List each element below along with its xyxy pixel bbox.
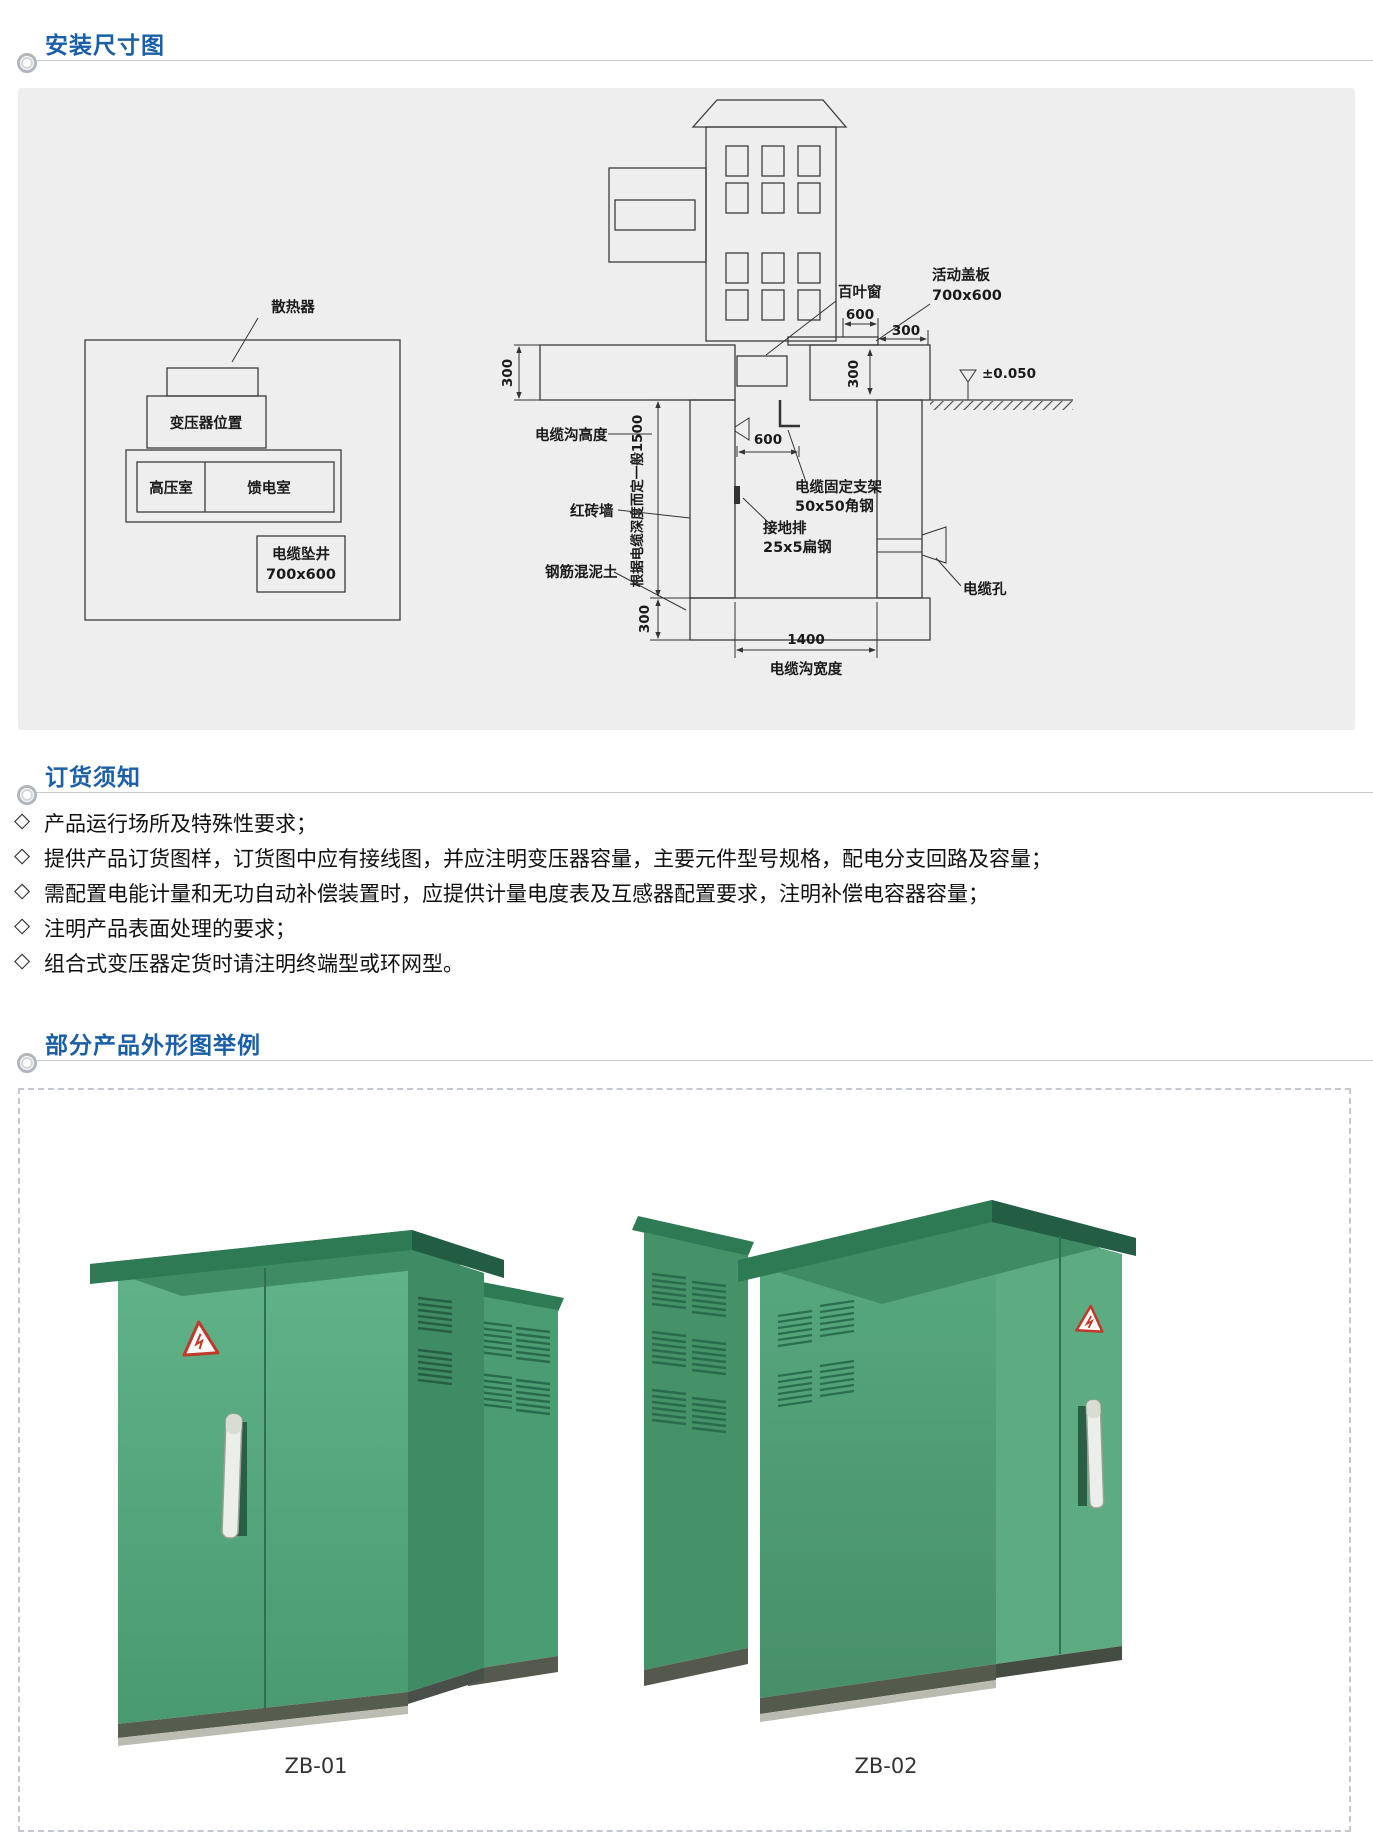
cable-duct	[876, 538, 923, 553]
depth-note-label: 根据电缆深度而定一般1500	[629, 415, 646, 588]
ring-icon	[17, 1053, 37, 1073]
main-cabinet-unit	[90, 1230, 504, 1746]
cabinet-roof	[738, 1200, 992, 1282]
bracket-label: 电缆固定支架	[795, 478, 882, 496]
product-photo-zb02: ZB-02	[630, 1108, 1142, 1830]
diamond-bullet-icon: ◇	[14, 808, 31, 832]
cover-plate-size: 700x600	[932, 288, 1002, 304]
warning-triangle-icon	[1075, 1304, 1104, 1333]
section-header-products: 部分产品外形图举例	[0, 1026, 1373, 1086]
ordering-item-text: 组合式变压器定货时请注明终端型或环网型。	[44, 952, 464, 976]
ordering-item: ◇ 注明产品表面处理的要求；	[0, 913, 1360, 948]
ring-icon	[17, 53, 37, 73]
level-mark-label: ±0.050	[982, 366, 1036, 382]
ground-bar-label: 接地排	[763, 519, 807, 537]
divider-line	[30, 60, 1373, 61]
cabinet-roof	[90, 1230, 412, 1284]
photo-caption-zb01: ZB-01	[284, 1754, 348, 1778]
products-title: 部分产品外形图举例	[45, 1033, 261, 1059]
cabinet-photo-zb02	[632, 1200, 1136, 1722]
ordering-item-text: 提供产品订货图样，订货图中应有接线图，并应注明变压器容量，主要元件型号规格，配电…	[44, 847, 1052, 871]
ordering-item: ◇ 提供产品订货图样，订货图中应有接线图，并应注明变压器容量，主要元件型号规格，…	[0, 843, 1360, 878]
dim-inner-600: 600	[754, 432, 782, 448]
installation-diagram-panel: 散热器 变压器位置 高压室 馈电室 电缆坠井 700x600	[18, 88, 1355, 730]
product-examples-panel: ZB-01	[18, 1088, 1351, 1832]
dim-bottom-300: 300	[637, 605, 653, 633]
louver-label: 百叶窗	[838, 283, 882, 301]
installation-title: 安装尺寸图	[45, 33, 165, 59]
ordering-list: ◇ 产品运行场所及特殊性要求； ◇ 提供产品订货图样，订货图中应有接线图，并应注…	[0, 808, 1360, 983]
divider-line	[30, 792, 1373, 793]
warning-triangle-icon	[182, 1320, 220, 1357]
radiator-label: 散热器	[271, 298, 315, 316]
dim-top-600: 600	[846, 307, 874, 323]
ground-bar-spec: 25x5扁钢	[763, 538, 832, 556]
product-photo-zb01: ZB-01	[60, 1108, 572, 1830]
louver-grate	[736, 355, 788, 387]
diamond-bullet-icon: ◇	[14, 948, 31, 972]
grounding-bar	[734, 486, 740, 504]
installation-dimension-drawing: 散热器 变压器位置 高压室 馈电室 电缆坠井 700x600	[84, 99, 1073, 678]
diamond-bullet-icon: ◇	[14, 913, 31, 937]
dim-recess-300: 300	[846, 360, 862, 388]
ordering-item-text: 需配置电能计量和无功自动补偿装置时，应提供计量电度表及互感器配置要求，注明补偿电…	[44, 882, 989, 906]
feeder-room-label: 馈电室	[247, 479, 291, 497]
dim-top-300: 300	[892, 323, 920, 339]
cable-well-size: 700x600	[266, 567, 336, 583]
brick-wall-label: 红砖墙	[570, 502, 614, 520]
photo-caption-zb02: ZB-02	[854, 1754, 918, 1778]
dim-1400: 1400	[787, 632, 825, 648]
left-brick-wall	[689, 399, 736, 599]
cable-hole-funnel	[921, 526, 947, 564]
cabinet-front-face	[118, 1248, 408, 1724]
diamond-bullet-icon: ◇	[14, 843, 31, 867]
cabinet-base	[118, 1692, 408, 1738]
cabinet-side-face	[408, 1248, 484, 1692]
section-view: ±0.050 300 电缆沟高度 根据电缆深度而定一般1500 300 红砖墙	[500, 99, 1073, 678]
cable-hole-label: 电缆孔	[963, 580, 1007, 598]
cabinet-base	[760, 1664, 996, 1714]
ordering-title: 订货须知	[45, 765, 141, 791]
concrete-label: 钢筋混泥土	[545, 563, 618, 581]
cable-entry-funnel	[734, 417, 750, 441]
cabinet-side-face	[760, 1220, 996, 1698]
ordering-item-text: 产品运行场所及特殊性要求；	[44, 812, 317, 836]
divider-line	[30, 1060, 1373, 1061]
bracket-spec: 50x50角钢	[795, 497, 874, 515]
right-ground-slab	[809, 344, 931, 401]
section-header-installation: 安装尺寸图	[0, 26, 1373, 86]
plan-view: 散热器 变压器位置 高压室 馈电室 电缆坠井 700x600	[84, 298, 401, 621]
ordering-item: ◇ 组合式变压器定货时请注明终端型或环网型。	[0, 948, 1360, 983]
section-header-ordering: 订货须知	[0, 758, 1373, 818]
door-handle	[1085, 1399, 1105, 1509]
trench-width-label: 电缆沟宽度	[770, 660, 843, 678]
transformer-position-label: 变压器位置	[170, 414, 243, 432]
main-cabinet-unit	[738, 1200, 1136, 1722]
right-brick-wall	[876, 399, 923, 599]
trench-height-label: 电缆沟高度	[535, 426, 608, 444]
cover-plate-label: 活动盖板	[932, 266, 990, 284]
ring-icon	[17, 785, 37, 805]
concrete-bottom-slab	[689, 597, 931, 641]
radiator-comb	[166, 367, 259, 397]
cable-fixing-bracket	[778, 400, 800, 428]
ordering-item: ◇ 需配置电能计量和无功自动补偿装置时，应提供计量电度表及互感器配置要求，注明补…	[0, 878, 1360, 913]
cable-well-label: 电缆坠井	[272, 545, 330, 563]
cabinet-photo-zb01	[90, 1230, 564, 1746]
ordering-item-text: 注明产品表面处理的要求；	[44, 917, 296, 941]
transformer-cabinet	[608, 99, 848, 342]
rear-cabinet-unit	[632, 1216, 754, 1686]
ordering-item: ◇ 产品运行场所及特殊性要求；	[0, 808, 1360, 843]
left-ground-slab	[539, 344, 736, 401]
hv-room-label: 高压室	[149, 479, 193, 497]
door-handle	[221, 1413, 243, 1539]
diamond-bullet-icon: ◇	[14, 878, 31, 902]
dim-slab-300: 300	[500, 359, 516, 387]
